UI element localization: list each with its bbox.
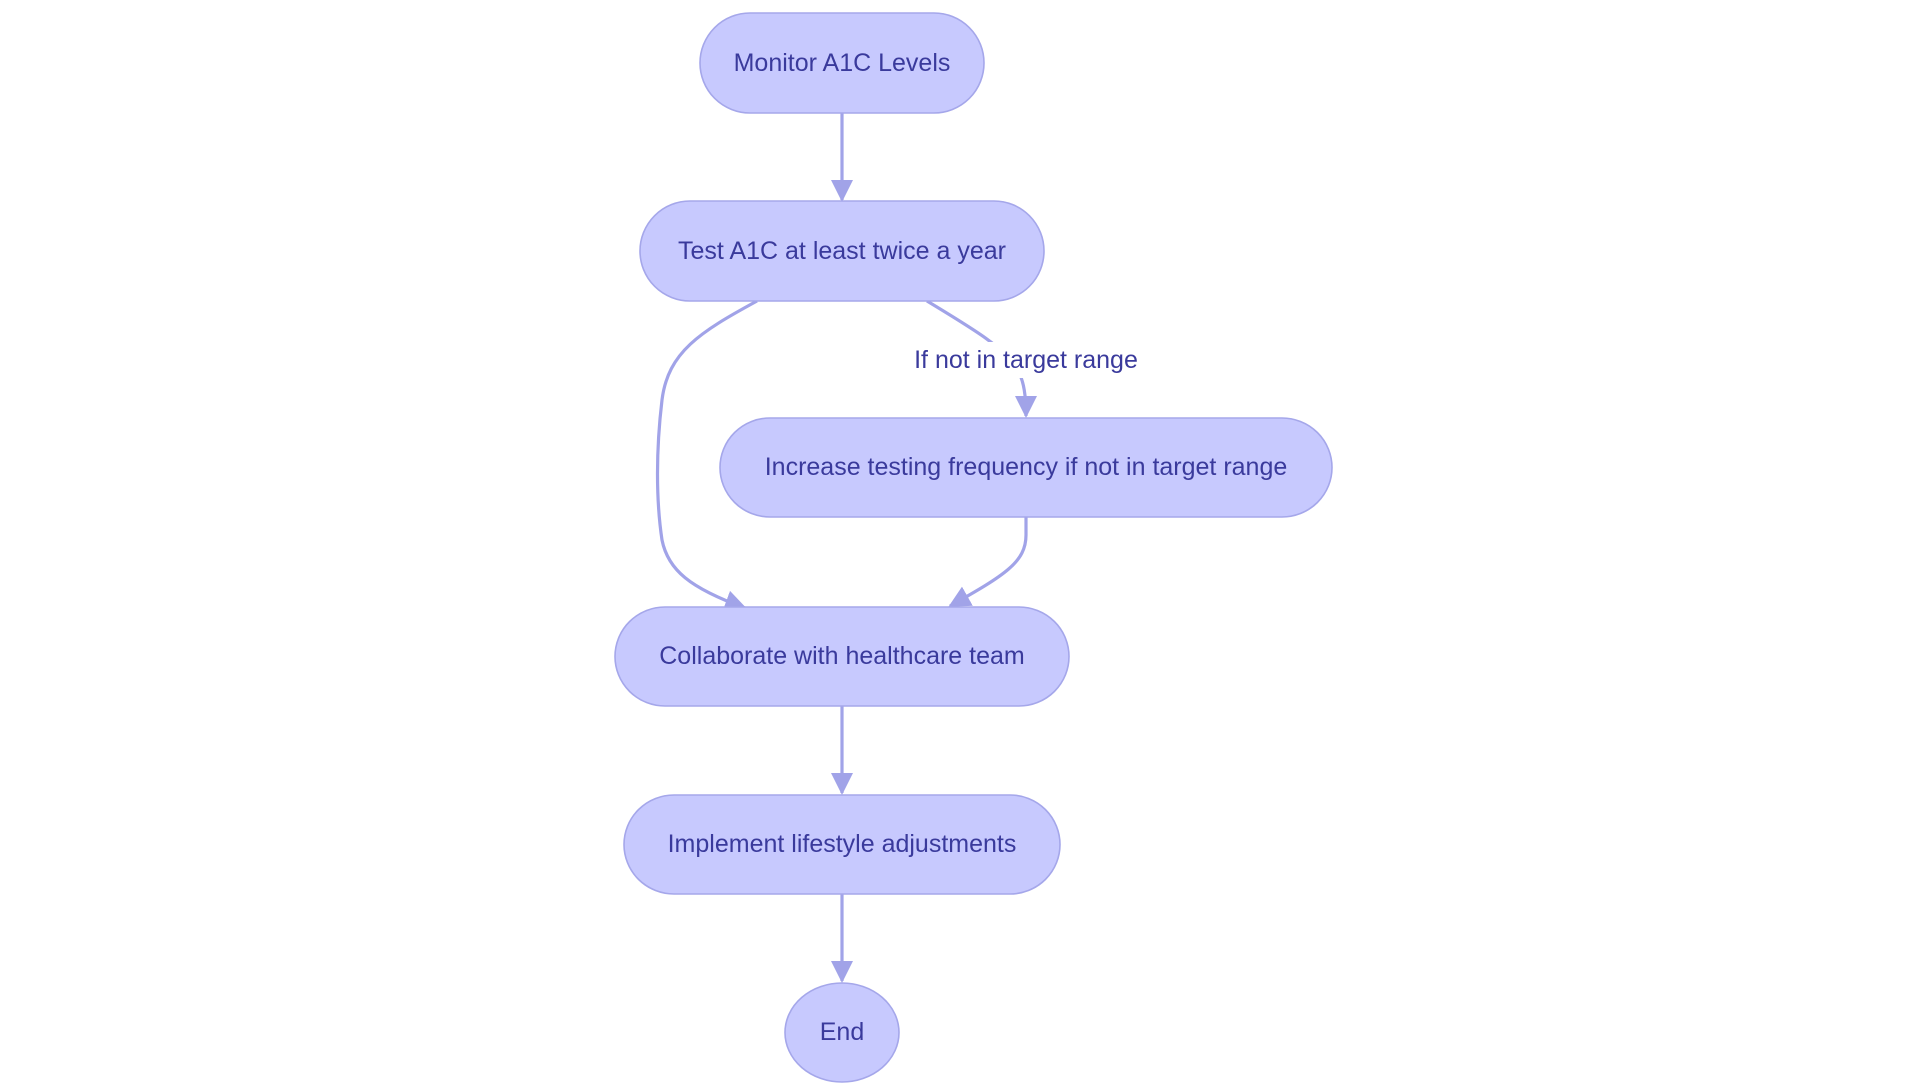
node-test[interactable]: Test A1C at least twice a year bbox=[639, 200, 1045, 302]
node-label-end: End bbox=[820, 1018, 864, 1046]
node-implement[interactable]: Implement lifestyle adjustments bbox=[623, 794, 1061, 895]
edge-label-text: If not in target range bbox=[914, 346, 1138, 374]
node-collaborate[interactable]: Collaborate with healthcare team bbox=[614, 606, 1070, 707]
node-increase[interactable]: Increase testing frequency if not in tar… bbox=[719, 417, 1333, 518]
node-end[interactable]: End bbox=[784, 982, 900, 1083]
node-label-test: Test A1C at least twice a year bbox=[678, 237, 1006, 265]
node-label-collaborate: Collaborate with healthcare team bbox=[659, 642, 1024, 670]
edge-test-to-collaborate bbox=[655, 299, 758, 612]
node-label-increase: Increase testing frequency if not in tar… bbox=[765, 453, 1288, 481]
edge-increase-to-collaborate bbox=[948, 517, 1028, 608]
edge-label-if-not-in-target-range: If not in target range bbox=[908, 342, 1144, 378]
node-monitor[interactable]: Monitor A1C Levels bbox=[699, 12, 985, 114]
node-label-monitor: Monitor A1C Levels bbox=[734, 49, 951, 77]
node-label-implement: Implement lifestyle adjustments bbox=[668, 830, 1017, 858]
